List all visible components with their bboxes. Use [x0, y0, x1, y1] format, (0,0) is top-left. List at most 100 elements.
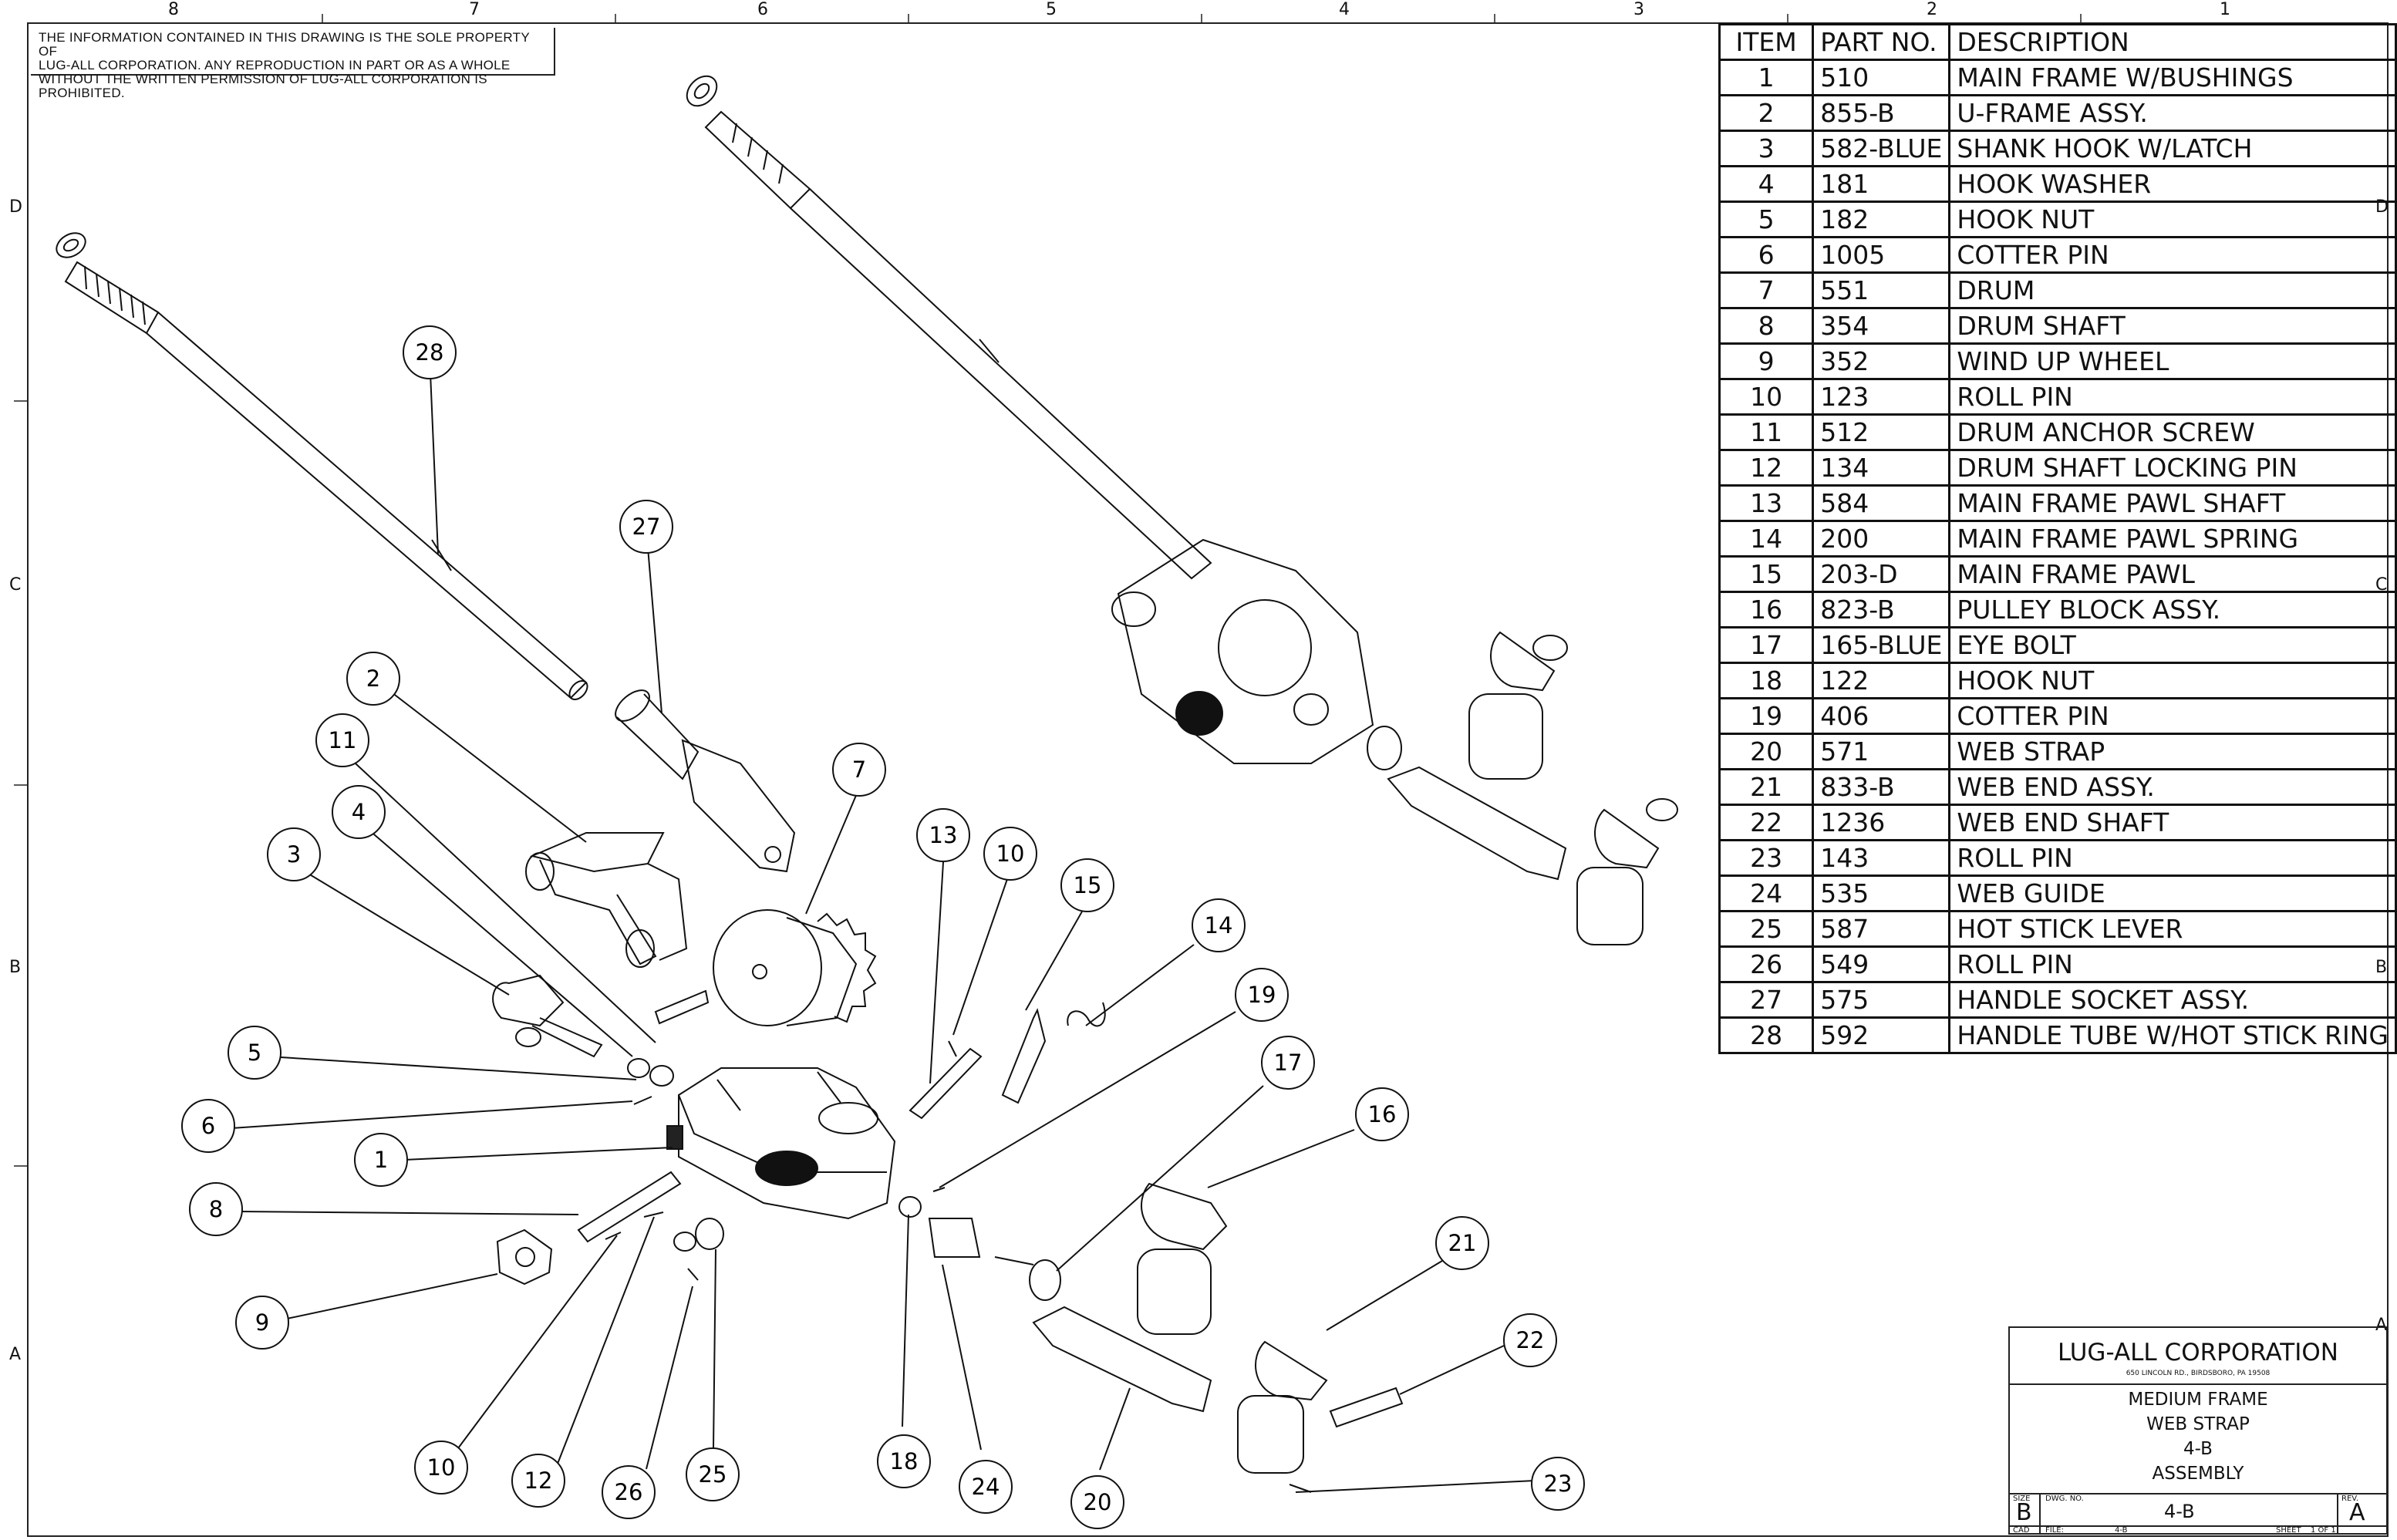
svg-text:18: 18	[890, 1448, 919, 1474]
bom-description: DRUM SHAFT	[1948, 307, 2397, 345]
balloon-item-16: 16	[1355, 1087, 1409, 1141]
notice-line-3: WITHOUT THE WRITTEN PERMISSION OF LUG-AL…	[39, 72, 487, 100]
svg-text:8: 8	[209, 1196, 223, 1222]
bom-item-no: 3	[1718, 130, 1815, 167]
balloon-item-9: 9	[235, 1296, 289, 1350]
svg-text:3: 3	[287, 841, 301, 868]
bom-item-no: 28	[1718, 1016, 1815, 1054]
svg-text:9: 9	[255, 1309, 269, 1336]
bom-part-no: 549	[1812, 945, 1951, 983]
bom-description: MAIN FRAME W/BUSHINGS	[1948, 59, 2397, 96]
bom-description: EYE BOLT	[1948, 626, 2397, 664]
bom-part-no: 203-D	[1812, 555, 1951, 593]
sheet-value: 1 OF 1	[2311, 1526, 2336, 1535]
bom-description: WEB GUIDE	[1948, 874, 2397, 912]
notice-line-1: THE INFORMATION CONTAINED IN THIS DRAWIN…	[39, 30, 530, 59]
svg-text:19: 19	[1248, 982, 1276, 1008]
svg-text:13: 13	[929, 822, 958, 848]
rev-label: REV.	[2341, 1495, 2358, 1503]
bom-part-no: 181	[1812, 165, 1951, 203]
balloon-item-4: 4	[332, 785, 386, 839]
bom-description: U-FRAME ASSY.	[1948, 94, 2397, 132]
bom-description: HOOK NUT	[1948, 201, 2397, 238]
balloon-item-2: 2	[346, 652, 400, 706]
balloon-item-11: 11	[315, 713, 369, 767]
bom-part-no: 200	[1812, 520, 1951, 558]
svg-text:22: 22	[1516, 1327, 1545, 1353]
bom-part-no: 512	[1812, 413, 1951, 451]
svg-text:25: 25	[699, 1461, 727, 1488]
balloon-item-13: 13	[916, 808, 970, 862]
svg-text:15: 15	[1074, 872, 1102, 898]
bom-part-no: 134	[1812, 449, 1951, 487]
svg-text:1: 1	[374, 1147, 388, 1173]
title-block: LUG-ALL CORPORATION 650 LINCOLN RD., BIR…	[2008, 1326, 2388, 1535]
bom-description: MAIN FRAME PAWL SPRING	[1948, 520, 2397, 558]
balloon-item-15: 15	[1060, 858, 1114, 912]
balloon-item-25: 25	[686, 1447, 740, 1501]
bom-part-no: 823-B	[1812, 591, 1951, 628]
bom-description: DRUM	[1948, 271, 2397, 309]
bom-item-no: 20	[1718, 733, 1815, 770]
svg-text:16: 16	[1368, 1101, 1397, 1127]
bom-part-no: 1005	[1812, 236, 1951, 274]
bom-description: MAIN FRAME PAWL SHAFT	[1948, 484, 2397, 522]
bom-description: HANDLE TUBE W/HOT STICK RING	[1948, 1016, 2397, 1054]
svg-text:17: 17	[1274, 1050, 1303, 1076]
balloon-item-10-lower: 10	[414, 1441, 468, 1495]
bom-part-no: 406	[1812, 697, 1951, 735]
bom-item-no: 12	[1718, 449, 1815, 487]
bom-description: MAIN FRAME PAWL	[1948, 555, 2397, 593]
bom-description: HANDLE SOCKET ASSY.	[1948, 981, 2397, 1019]
bom-part-no: 354	[1812, 307, 1951, 345]
zone-col-1: 1	[2220, 0, 2230, 19]
balloon-item-8: 8	[189, 1182, 243, 1236]
svg-text:5: 5	[248, 1040, 261, 1066]
leader-lines	[231, 372, 1536, 1493]
sheet-label: SHEET	[2276, 1526, 2301, 1535]
small-parts-exploded	[492, 974, 1404, 1493]
zone-row-b: B	[9, 958, 22, 977]
bom-header-item: ITEM	[1718, 23, 1815, 61]
bom-part-no: 352	[1812, 342, 1951, 380]
bom-item-no: 26	[1718, 945, 1815, 983]
bom-item-no: 9	[1718, 342, 1815, 380]
bom-part-no: 855-B	[1812, 94, 1951, 132]
bom-description: ROLL PIN	[1948, 378, 2397, 416]
zone-col-8: 8	[168, 0, 179, 19]
drawing-title-line-3: 4-B	[2183, 1439, 2213, 1459]
company-address: 650 LINCOLN RD., BIRDSBORO, PA 19508	[2126, 1370, 2271, 1377]
balloon-item-19: 19	[1235, 968, 1289, 1022]
balloon-item-20: 20	[1070, 1475, 1124, 1529]
bom-item-no: 25	[1718, 910, 1815, 948]
bom-item-no: 22	[1718, 804, 1815, 841]
bom-description: WEB END SHAFT	[1948, 804, 2397, 841]
bom-description: ROLL PIN	[1948, 839, 2397, 877]
bom-part-no: 1236	[1812, 804, 1951, 841]
bom-part-no: 535	[1812, 874, 1951, 912]
bom-description: COTTER PIN	[1948, 697, 2397, 735]
bom-part-no: 582-BLUE	[1812, 130, 1951, 167]
balloon-item-27: 27	[619, 500, 673, 554]
zone-col-3: 3	[1633, 0, 1644, 19]
bom-item-no: 15	[1718, 555, 1815, 593]
dwg-no-value: 4-B	[2164, 1501, 2195, 1522]
u-frame-exploded	[525, 832, 688, 968]
bom-item-no: 19	[1718, 697, 1815, 735]
svg-text:6: 6	[201, 1113, 215, 1139]
bom-item-no: 8	[1718, 307, 1815, 345]
file-label: FILE:	[2045, 1526, 2064, 1535]
bom-part-no: 143	[1812, 839, 1951, 877]
drawing-title-line-2: WEB STRAP	[2146, 1414, 2250, 1434]
